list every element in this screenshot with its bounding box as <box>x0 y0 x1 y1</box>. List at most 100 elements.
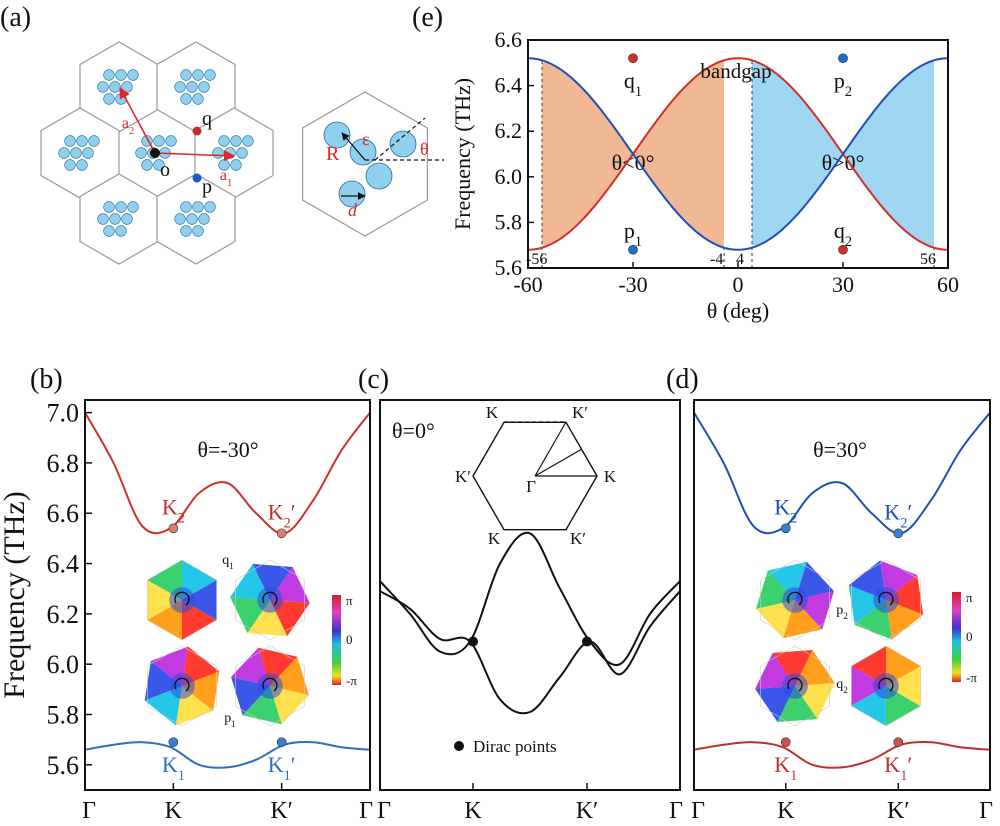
mode-sector <box>252 563 293 600</box>
mode-point <box>838 244 848 255</box>
bz-path <box>534 448 583 477</box>
bz-label: K <box>488 529 501 548</box>
rod <box>121 81 133 93</box>
rod <box>153 159 165 171</box>
y-tick-label: 7.0 <box>47 399 80 428</box>
rod <box>204 201 216 213</box>
k-point <box>276 528 287 539</box>
panel-label-d: (d) <box>666 364 699 395</box>
mode-point <box>628 244 638 255</box>
rod <box>192 69 204 81</box>
mode-sector <box>270 600 310 637</box>
dirac-point <box>582 636 592 647</box>
mode-sector <box>147 600 182 640</box>
bz-label: K′ <box>455 467 471 486</box>
x-tick-label: -30 <box>618 272 647 297</box>
vline-label: -4 <box>710 251 723 268</box>
bz-path <box>534 421 567 477</box>
x-tick-label: 30 <box>832 272 854 297</box>
mode-sector <box>182 560 217 600</box>
label-theta: θ <box>420 139 429 159</box>
y-tick-label: 5.6 <box>47 751 80 780</box>
mode-vortex <box>174 677 190 692</box>
panel-label-e: (e) <box>412 2 443 33</box>
point-o <box>150 148 160 158</box>
mode-hex <box>147 645 217 727</box>
y-tick-label: 6.8 <box>47 449 80 478</box>
rod <box>204 69 216 81</box>
rod <box>135 147 147 159</box>
unit-cell-rod <box>365 162 393 190</box>
mode-label: q1 <box>624 68 642 100</box>
mode-sector <box>851 646 887 686</box>
label-a2: a2 <box>122 115 134 137</box>
panel-title: θ=0° <box>392 418 435 443</box>
k-point <box>276 737 287 747</box>
y-tick-label: 6.2 <box>495 118 523 143</box>
radius-arrow <box>341 132 366 161</box>
k-label: K2′ <box>268 499 296 531</box>
k-point <box>893 528 904 539</box>
x-tick-label: Γ <box>377 798 391 824</box>
rod <box>115 69 127 81</box>
mode-hex <box>760 559 830 641</box>
x-tick-label: K′ <box>270 798 293 824</box>
mode-sector <box>755 686 795 722</box>
mode-sector <box>182 646 220 686</box>
rod <box>153 135 165 147</box>
rod <box>180 225 192 237</box>
mode-label: p1 <box>624 218 642 250</box>
y-tick-label: 6.0 <box>495 164 523 189</box>
mode-sector <box>182 600 217 640</box>
mode-hex <box>760 645 830 727</box>
mode-label: p2 <box>834 68 852 100</box>
rod <box>88 135 100 147</box>
mode-sector <box>144 660 182 701</box>
mode-sector <box>777 686 818 722</box>
colorbar-mid: 0 <box>346 632 353 647</box>
mode-hex <box>851 559 921 641</box>
mode-sector <box>147 560 182 600</box>
point-p <box>192 173 202 183</box>
mode-sector <box>144 686 182 726</box>
mode-core <box>873 587 899 613</box>
mode-label: p2 <box>836 603 848 621</box>
mode-sector <box>247 600 288 637</box>
rod <box>70 147 82 159</box>
rod <box>82 147 94 159</box>
rod <box>180 93 192 105</box>
label-p: p <box>202 176 212 198</box>
band-line <box>84 412 371 535</box>
rod <box>212 147 224 159</box>
x-tick-label: K′ <box>576 798 599 824</box>
rod <box>218 135 230 147</box>
rod <box>236 147 248 159</box>
bz-label: K <box>486 403 499 422</box>
rod <box>165 135 177 147</box>
mode-sector <box>230 563 270 600</box>
bz-label: Γ <box>526 477 536 496</box>
mode-sector <box>755 600 795 639</box>
mode-hex <box>851 645 921 727</box>
band-line <box>379 531 681 667</box>
y-tick-label: 5.8 <box>47 701 80 730</box>
rod <box>192 225 204 237</box>
label-a1: a1 <box>220 167 232 189</box>
dirac-point <box>468 636 478 647</box>
mode-core <box>169 587 195 613</box>
axes-frame <box>693 399 991 791</box>
mode-sector <box>795 650 835 686</box>
mode-sector <box>848 585 886 625</box>
mode-sector <box>851 665 886 706</box>
x-tick-label: K′ <box>887 798 910 824</box>
rod <box>180 69 192 81</box>
y-tick-label: 6.6 <box>495 27 523 52</box>
mode-hex <box>235 645 305 727</box>
colorbar-top: π <box>346 593 353 608</box>
rod <box>64 135 76 147</box>
rod <box>186 81 198 93</box>
